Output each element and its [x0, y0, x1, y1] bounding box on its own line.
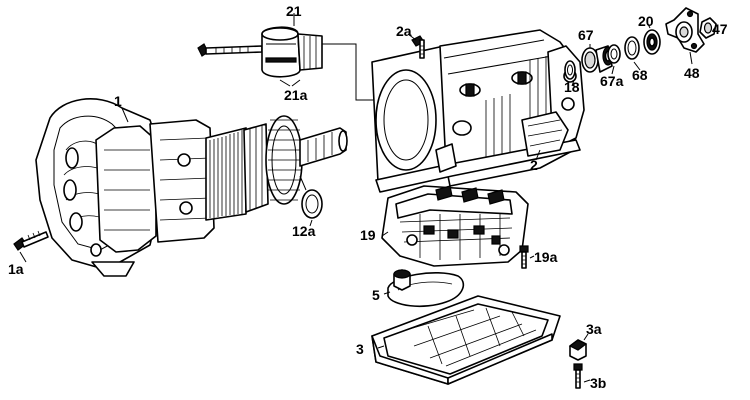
label-19: 19 — [360, 227, 376, 243]
label-1: 1 — [114, 93, 122, 109]
label-21a: 21a — [284, 87, 308, 103]
label-2: 2 — [530, 157, 538, 173]
drain-nut-3a — [568, 339, 588, 361]
torque-converter-housing — [35, 98, 215, 277]
label-47: 47 — [712, 21, 728, 37]
label-3a: 3a — [586, 321, 602, 337]
label-67a: 67a — [600, 73, 624, 89]
speed-sensor-21 — [197, 26, 323, 78]
gear-set-assembly — [205, 115, 348, 221]
oil-pan-3 — [371, 295, 561, 385]
bolt-19a — [519, 245, 529, 269]
label-2a: 2a — [396, 23, 412, 39]
drain-bolt-3b — [573, 363, 583, 389]
label-67: 67 — [578, 27, 594, 43]
nut-47 — [699, 17, 717, 39]
label-3: 3 — [356, 341, 364, 357]
oil-filter-5 — [387, 269, 465, 308]
flange-48 — [665, 7, 705, 53]
part-labels: 1 1a 2 2a 3 3a 3b 5 12a 18 19 19a 20 21 … — [8, 3, 728, 391]
valve-body-19 — [381, 185, 529, 267]
ring-68 — [624, 36, 640, 60]
seal-ring-12a — [301, 189, 323, 219]
label-18: 18 — [564, 79, 580, 95]
label-21: 21 — [286, 3, 302, 19]
label-19a: 19a — [534, 249, 558, 265]
label-5: 5 — [372, 287, 380, 303]
bearing-20 — [643, 29, 661, 55]
washer-67a — [607, 44, 621, 64]
label-12a: 12a — [292, 223, 316, 239]
label-3b: 3b — [590, 375, 606, 391]
label-1a: 1a — [8, 261, 24, 277]
ring-18 — [564, 60, 576, 80]
sensor-leader-line — [322, 43, 376, 101]
leader-lines — [19, 13, 693, 383]
label-20: 20 — [638, 13, 654, 29]
bolt-1a — [13, 230, 49, 251]
transmission-housing-2 — [371, 29, 585, 193]
label-48: 48 — [684, 65, 700, 81]
bolt-2a — [411, 35, 425, 59]
label-68: 68 — [632, 67, 648, 83]
